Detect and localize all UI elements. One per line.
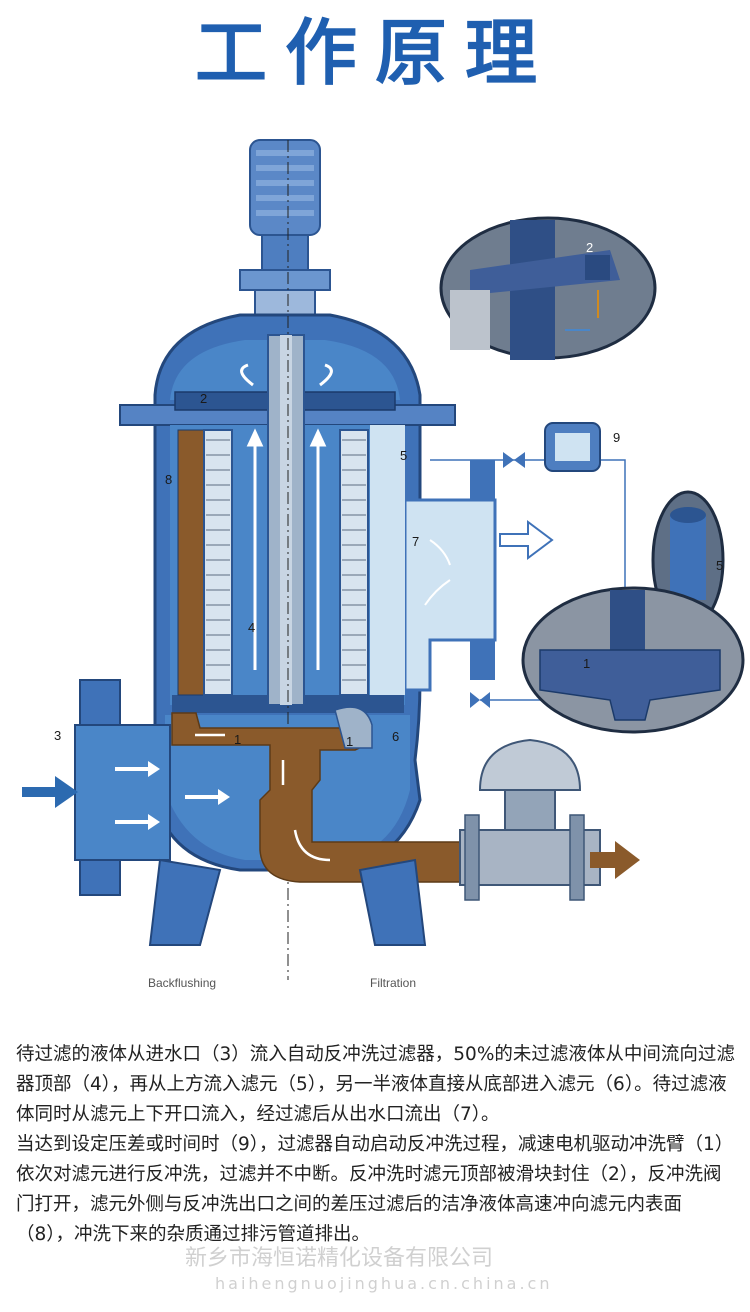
watermark-company: 新乡市海恒诺精化设备有限公司 xyxy=(185,1246,494,1271)
label-9: 9 xyxy=(613,430,620,445)
backflush-discharge xyxy=(171,706,471,883)
motor xyxy=(239,139,331,331)
label-8: 8 xyxy=(165,472,172,487)
caption-backflushing: Backflushing xyxy=(148,976,217,990)
clean-water-outlet xyxy=(370,425,554,695)
label-2: 2 xyxy=(200,391,207,406)
detail-view-slider xyxy=(439,216,657,360)
detail-label-1: 1 xyxy=(583,656,590,671)
control-piping xyxy=(430,422,626,708)
inlet xyxy=(22,679,230,896)
detail-label-2: 2 xyxy=(586,240,593,255)
label-5: 5 xyxy=(400,448,407,463)
label-1-right: 1 xyxy=(346,734,353,749)
description-paragraph-2: 当达到设定压差或时间时（9），过滤器自动启动反冲洗过程，减速电机驱动冲洗臂（1）… xyxy=(16,1134,734,1245)
detail-label-5: 5 xyxy=(716,558,723,573)
caption-filtration: Filtration xyxy=(370,976,417,990)
label-6: 6 xyxy=(392,729,399,744)
support-legs xyxy=(148,858,427,946)
filter-elements xyxy=(177,429,369,696)
detail-view-arm xyxy=(521,586,745,734)
filter-diagram: 2 8 4 5 7 3 1 1 6 9 2 5 1 xyxy=(22,139,745,980)
description: 待过滤的液体从进水口（3）流入自动反冲洗过滤器，50%的未过滤液体从中间流向过滤… xyxy=(16,1040,738,1250)
watermark-url: haihengnuojinghua.cn.china.cn xyxy=(215,1274,553,1293)
label-4: 4 xyxy=(248,620,255,635)
label-1-left: 1 xyxy=(234,732,241,747)
drain-valve xyxy=(459,738,640,901)
label-7: 7 xyxy=(412,534,419,549)
description-paragraph-1: 待过滤的液体从进水口（3）流入自动反冲洗过滤器，50%的未过滤液体从中间流向过滤… xyxy=(16,1044,735,1125)
page-title: 工作原理 xyxy=(194,11,555,95)
central-shaft xyxy=(240,140,333,980)
label-3: 3 xyxy=(54,728,61,743)
